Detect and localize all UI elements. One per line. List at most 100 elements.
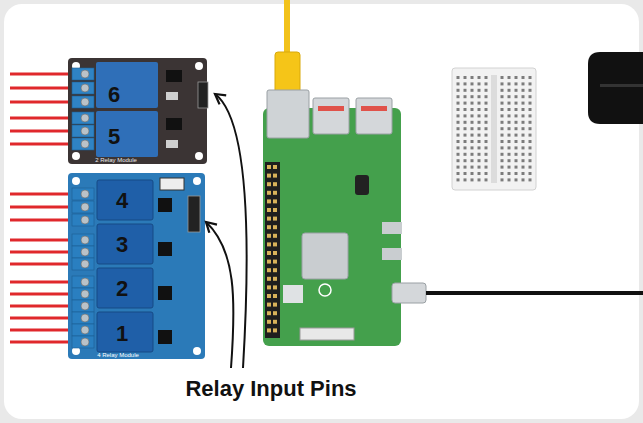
breadboard-hole: [471, 159, 474, 162]
hdmi-port: [382, 222, 402, 234]
gpio-pin: [267, 294, 271, 298]
terminal-screw: [81, 278, 89, 286]
breadboard-hole: [485, 108, 488, 111]
breadboard-hole: [515, 95, 518, 98]
screw-terminal: [72, 188, 94, 200]
breadboard-hole: [501, 76, 504, 79]
breadboard-hole: [485, 95, 488, 98]
terminal-screw: [81, 70, 89, 78]
gpio-pin: [267, 311, 271, 315]
breadboard-hole: [478, 140, 481, 143]
breadboard-hole: [515, 82, 518, 85]
gpio-pin: [273, 260, 277, 264]
breadboard-hole: [457, 140, 460, 143]
breadboard-hole: [471, 178, 474, 181]
gpio-pin: [273, 277, 277, 281]
breadboard-hole: [522, 121, 525, 124]
breadboard-hole: [464, 146, 467, 149]
breadboard-hole: [501, 146, 504, 149]
breadboard-hole: [501, 159, 504, 162]
breadboard-hole: [457, 108, 460, 111]
screw-terminal: [72, 300, 94, 312]
breadboard-hole: [522, 76, 525, 79]
ethernet-plug: [275, 52, 300, 94]
breadboard-hole: [501, 178, 504, 181]
breadboard-hole: [522, 95, 525, 98]
breadboard-hole: [485, 89, 488, 92]
breadboard-hole: [478, 178, 481, 181]
screw-terminal: [72, 312, 94, 324]
breadboard-hole: [457, 82, 460, 85]
breadboard-groove: [491, 75, 497, 183]
breadboard-hole: [508, 153, 511, 156]
breadboard-hole: [457, 178, 460, 181]
breadboard-hole: [522, 114, 525, 117]
board-label: 4 Relay Module: [97, 352, 139, 358]
breadboard-hole: [471, 153, 474, 156]
breadboard-hole: [508, 95, 511, 98]
breadboard-hole: [471, 134, 474, 137]
gpio-pin: [267, 191, 271, 195]
terminal-screw: [81, 338, 89, 346]
breadboard-hole: [508, 134, 511, 137]
gpio-header: [265, 162, 280, 338]
breadboard-hole: [508, 89, 511, 92]
breadboard-hole: [485, 76, 488, 79]
breadboard-hole: [522, 89, 525, 92]
gpio-pin: [267, 174, 271, 178]
terminal-screw: [81, 302, 89, 310]
terminal-screw: [81, 216, 89, 224]
breadboard-hole: [522, 102, 525, 105]
optocoupler: [158, 286, 172, 300]
breadboard-hole: [529, 82, 532, 85]
breadboard-hole: [464, 166, 467, 169]
breadboard-hole: [529, 114, 532, 117]
gpio-pin: [267, 208, 271, 212]
breadboard-hole: [464, 95, 467, 98]
callout-number: 1: [116, 323, 128, 345]
callout-number: 6: [108, 84, 120, 106]
breadboard-hole: [508, 108, 511, 111]
breadboard-hole: [508, 121, 511, 124]
terminal-screw: [81, 140, 89, 148]
screw-terminal: [72, 125, 94, 137]
mount-hole: [72, 177, 80, 185]
breadboard-hole: [515, 153, 518, 156]
screw-terminal: [72, 138, 94, 150]
terminal-screw: [81, 190, 89, 198]
breadboard-hole: [478, 102, 481, 105]
mount-hole: [72, 152, 80, 160]
gpio-pin: [267, 268, 271, 272]
breadboard-hole: [501, 114, 504, 117]
breadboard-hole: [529, 146, 532, 149]
leader-arrow: [215, 94, 247, 368]
terminal-screw: [81, 203, 89, 211]
breadboard-hole: [485, 159, 488, 162]
breadboard-hole: [485, 178, 488, 181]
breadboard-hole: [478, 114, 481, 117]
terminal-screw: [81, 248, 89, 256]
panel: [4, 4, 639, 419]
optocoupler: [158, 330, 172, 344]
breadboard-hole: [515, 114, 518, 117]
breadboard-hole: [515, 127, 518, 130]
gpio-pin: [267, 320, 271, 324]
breadboard-hole: [464, 108, 467, 111]
power-cable: [426, 291, 643, 295]
breadboard-hole: [529, 153, 532, 156]
breadboard-hole: [464, 178, 467, 181]
screw-terminal: [72, 96, 94, 108]
callout-number: 3: [116, 234, 128, 256]
screw-terminal: [72, 68, 94, 80]
breadboard-hole: [522, 134, 525, 137]
breadboard-hole: [457, 114, 460, 117]
breadboard-hole: [464, 134, 467, 137]
breadboard-hole: [485, 153, 488, 156]
ethernet-cable: [284, 0, 290, 52]
breadboard-hole: [464, 102, 467, 105]
breadboard-hole: [508, 102, 511, 105]
input-pins: [198, 82, 208, 108]
breadboard-hole: [529, 140, 532, 143]
caption-label: Relay Input Pins: [185, 378, 356, 400]
breadboard-hole: [471, 76, 474, 79]
